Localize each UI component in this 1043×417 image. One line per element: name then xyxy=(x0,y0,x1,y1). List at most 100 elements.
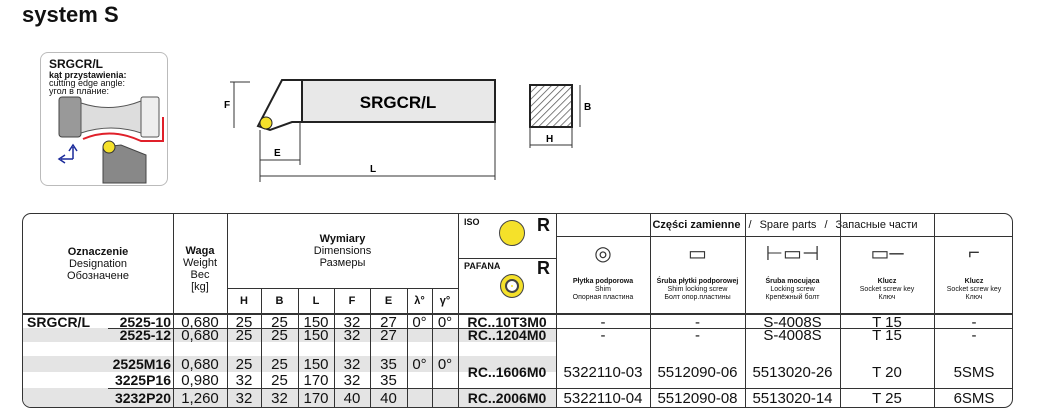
dim-value-F: 32 xyxy=(343,355,361,373)
column-divider xyxy=(407,288,408,407)
dim-value-H: 25 xyxy=(235,313,253,331)
iso-label: ISO xyxy=(464,217,480,227)
pafana-label: PAFANA xyxy=(464,261,501,271)
insert-code: RC..1606M0 xyxy=(467,364,547,380)
dim-value-lam: 0° xyxy=(412,313,427,331)
side-label-pl: kąt przystawienia: xyxy=(49,70,127,80)
dim-value-L: 150 xyxy=(303,355,329,373)
dim-col-F: F xyxy=(348,294,356,307)
pafana-insert-icon xyxy=(500,274,524,298)
dim-value-H: 25 xyxy=(235,326,253,344)
spare-part-value: 5512090-06 xyxy=(657,363,738,381)
dim-col-B: B xyxy=(275,294,284,307)
side-code: SRGCR/L xyxy=(49,57,103,71)
weight-value: 1,260 xyxy=(181,389,219,407)
spare-part-value: 5513020-26 xyxy=(752,363,833,381)
dim-value-gam: 0° xyxy=(437,313,453,331)
designation-code: 3225P16 xyxy=(114,372,171,388)
spare-part-value: T 25 xyxy=(872,389,902,407)
torx-key-icon: ▭─ xyxy=(870,242,904,265)
spare-part-value: 6SMS xyxy=(953,389,995,407)
dim-value-lam xyxy=(407,372,432,388)
iso-insert-icon xyxy=(499,220,525,246)
dim-value-gam xyxy=(432,328,458,342)
column-divider xyxy=(334,288,335,407)
column-divider xyxy=(173,214,174,407)
spare-part-value: 5SMS xyxy=(953,363,995,381)
tool-holder-drawing: SRGCR/L F E L B H xyxy=(224,79,591,182)
dim-value-lam xyxy=(407,388,432,407)
spare-part-value: T 15 xyxy=(872,326,902,344)
designation-prefix: SRGCR/L xyxy=(27,314,90,330)
tool-label: SRGCR/L xyxy=(360,93,437,112)
dim-value-lam xyxy=(407,328,432,342)
pafana-letter: R xyxy=(537,258,550,278)
insert-code: RC..10T3M0 xyxy=(467,314,547,330)
iso-letter: R xyxy=(537,215,550,235)
dim-E: E xyxy=(274,148,281,159)
column-divider xyxy=(227,214,228,407)
dim-value-F: 32 xyxy=(343,371,361,389)
column-divider xyxy=(934,214,935,407)
spare-part-value: - xyxy=(971,313,977,331)
insert-code: RC..2006M0 xyxy=(467,390,547,406)
dim-value-F: 40 xyxy=(343,389,361,407)
shim-icon: ◎ xyxy=(594,242,612,265)
column-divider xyxy=(650,214,651,407)
spare-part-value: S-4008S xyxy=(763,313,822,331)
spare-part-value: 5513020-14 xyxy=(752,389,833,407)
designation-code: 3232P20 xyxy=(114,390,171,406)
dim-value-B: 25 xyxy=(271,326,288,344)
dim-value-gam: 0° xyxy=(437,355,453,373)
dim-value-F: 32 xyxy=(343,326,361,344)
column-divider xyxy=(261,288,262,407)
side-label-en: cutting edge angle: xyxy=(49,78,126,88)
dim-value-B: 32 xyxy=(271,389,288,407)
spare-part-value: - xyxy=(695,326,700,344)
page-title: system S xyxy=(22,2,119,27)
spare-part-value: T 15 xyxy=(872,313,902,331)
column-divider xyxy=(298,288,299,407)
spare-part-value: - xyxy=(600,313,606,331)
dim-col-L: L xyxy=(312,294,320,307)
dim-H: H xyxy=(546,134,553,145)
shim-screw-icon: ▭ xyxy=(688,242,707,265)
column-divider xyxy=(432,288,433,407)
weight-value: 0,680 xyxy=(181,313,219,331)
dim-value-E: 27 xyxy=(380,326,397,344)
spare-part-value: - xyxy=(695,313,700,331)
dim-value-B: 25 xyxy=(271,355,288,373)
dim-value-F: 32 xyxy=(343,313,361,331)
insert-code: RC..1204M0 xyxy=(467,327,547,343)
weight-value: 0,680 xyxy=(181,355,219,373)
dim-value-E: 35 xyxy=(380,355,397,373)
dim-F: F xyxy=(224,100,230,111)
spare-part-value: S-4008S xyxy=(763,326,822,344)
dim-value-gam xyxy=(432,372,458,388)
dim-B: B xyxy=(584,102,591,113)
dim-value-gam xyxy=(432,388,458,407)
dim-col-γ: γ° xyxy=(439,294,451,307)
column-divider xyxy=(556,214,557,407)
designation-code: 2525M16 xyxy=(112,356,171,372)
spare-part-value: - xyxy=(971,326,977,344)
dim-value-H: 32 xyxy=(235,389,253,407)
column-divider xyxy=(458,214,459,407)
dim-value-L: 170 xyxy=(303,389,329,407)
dim-value-lam: 0° xyxy=(412,355,427,373)
dim-value-E: 27 xyxy=(380,313,397,331)
spare-part-value: 5322110-04 xyxy=(563,389,643,407)
dim-value-E: 40 xyxy=(380,389,397,407)
designation-code: 2525-12 xyxy=(119,327,171,343)
hex-key-icon: ⌐ xyxy=(968,241,980,264)
dim-L: L xyxy=(370,164,376,175)
